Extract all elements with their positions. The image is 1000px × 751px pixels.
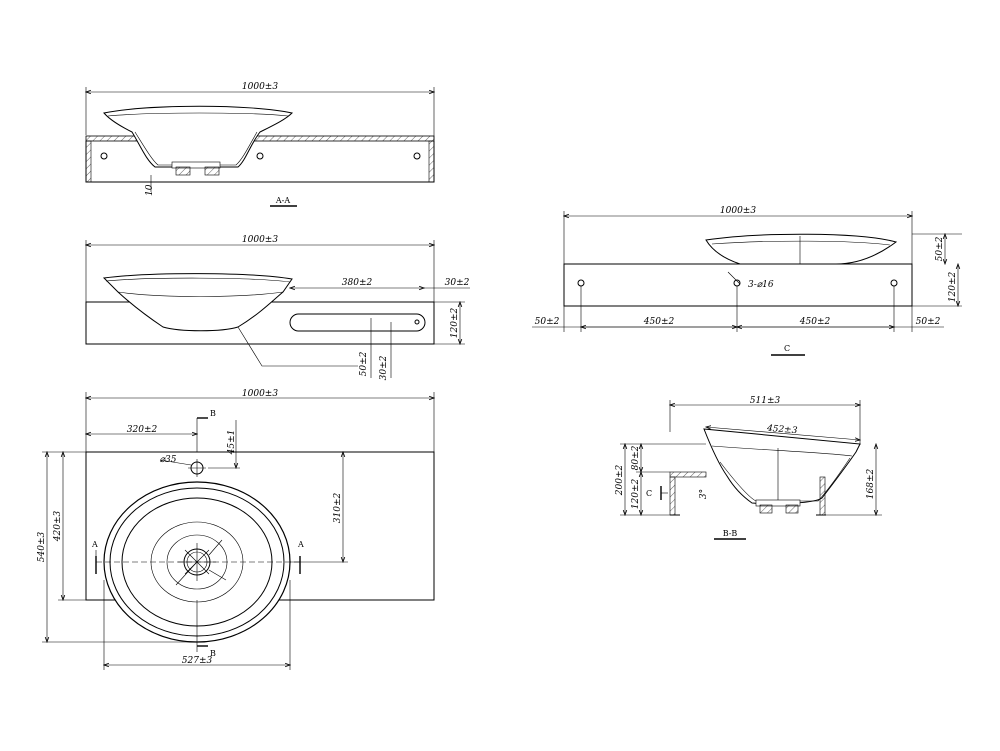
dim-c-width: 1000±3 (720, 206, 756, 216)
dim-elev-slot-right: 30±2 (445, 278, 470, 288)
dim-c-holes: 3-⌀16 (748, 280, 774, 290)
dim-bb-inner-width: 452±3 (766, 424, 798, 437)
dim-bb-slab: 120±2 (631, 479, 641, 510)
dim-plan-tap-hole: ⌀35 (160, 455, 177, 465)
dim-c-bowl-top: 50±2 (935, 236, 945, 261)
section-aa-label: A-A (275, 196, 290, 205)
dim-elev-slot-height: 50±2 (359, 351, 369, 376)
view-c-label: C (784, 344, 790, 353)
dim-elev-width: 1000±3 (242, 235, 278, 245)
dim-plan-width: 1000±3 (242, 389, 278, 399)
dim-aa-bottom: 10 (145, 184, 155, 196)
dim-c-spacing-1: 450±2 (643, 317, 675, 327)
dim-plan-bowl-center: 310±2 (333, 493, 343, 524)
dim-bb-top-width: 511±3 (750, 396, 781, 406)
section-aa-view: 1000±3 10 A-A (86, 82, 434, 207)
marker-c: C (646, 489, 652, 498)
view-c: 1000±3 3-⌀16 50±2 120±2 50±2 450±2 450±2… (532, 206, 962, 356)
dim-elev-slot-offset: 30±2 (379, 355, 389, 380)
dim-c-spacing-2: 450±2 (799, 317, 831, 327)
dim-plan-depth: 540±3 (37, 532, 47, 563)
dim-elev-height: 120±2 (450, 308, 460, 339)
dim-plan-tap-offset: 320±2 (127, 425, 158, 435)
section-bb-label: B-B (723, 529, 738, 538)
dim-c-height: 120±2 (948, 272, 958, 303)
dim-elev-slot-length: 380±2 (342, 278, 373, 288)
dim-c-left-edge: 50±2 (535, 317, 560, 327)
marker-b-bottom: B (210, 649, 216, 658)
dim-bb-angle: 3° (699, 489, 709, 499)
dim-c-right-edge: 50±2 (916, 317, 941, 327)
dim-bb-top-part: 80±2 (631, 445, 641, 470)
dim-bb-total-height: 200±2 (615, 465, 625, 497)
dim-plan-tap-y: 45±1 (227, 430, 237, 456)
marker-b-top: B (210, 409, 216, 418)
dim-bb-bowl-height: 168±2 (866, 469, 876, 500)
plan-view: 1000±3 320±2 B 45±1 ⌀35 310±2 540±3 420±… (37, 389, 434, 670)
section-bb-view: 511±3 452±3 C 3° 200±2 80±2 12 (615, 396, 882, 540)
dim-aa-width: 1000±3 (242, 82, 278, 92)
dim-plan-inner-depth: 420±3 (53, 511, 63, 543)
dim-plan-bowl-width: 527±3 (182, 656, 213, 666)
marker-a-left: A (91, 540, 98, 549)
marker-a-right: A (297, 540, 304, 549)
elevation-view: 1000±3 380±2 30±2 120±2 50±2 30±2 (86, 235, 470, 380)
